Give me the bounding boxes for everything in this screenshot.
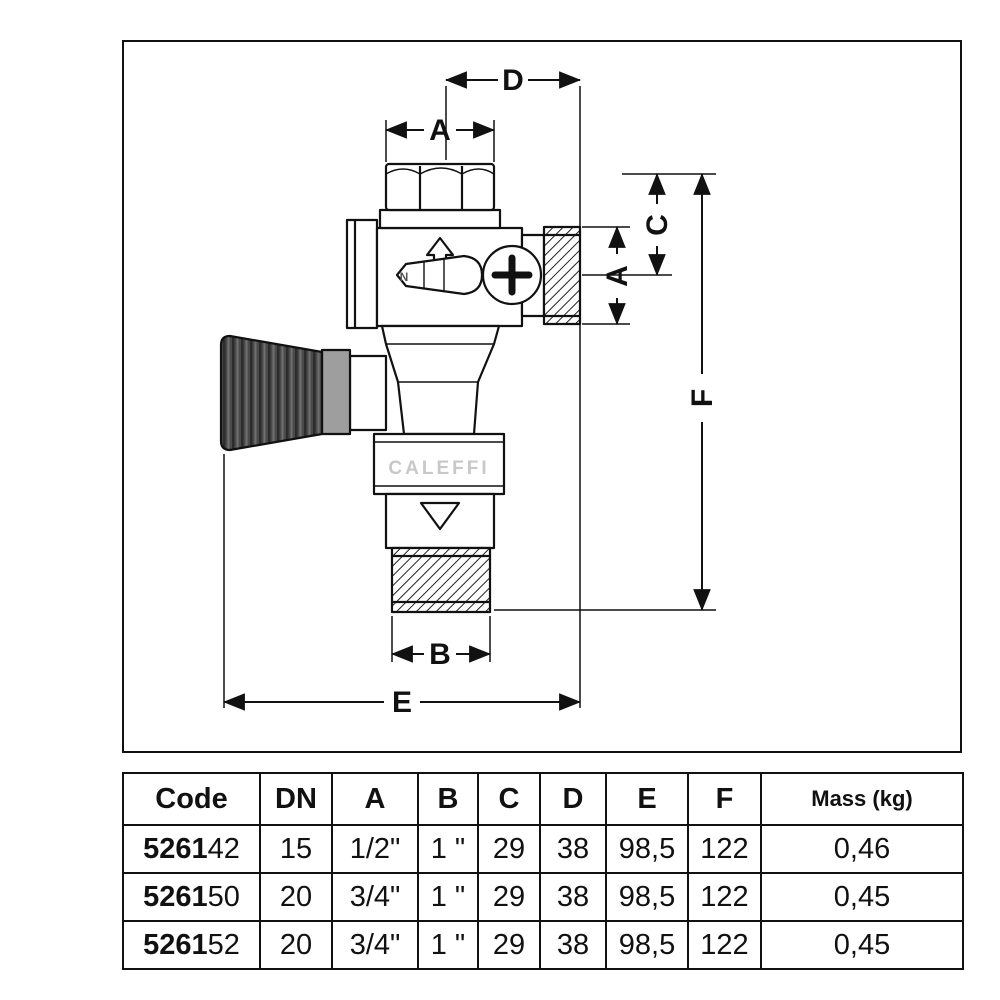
top-hex-nut bbox=[384, 162, 496, 212]
cell-code: 526142 bbox=[122, 824, 261, 874]
cell-code: 526150 bbox=[122, 872, 261, 922]
brand-band bbox=[372, 432, 506, 496]
table-header-row: Code DN A B C D E F Mass (kg) bbox=[122, 772, 964, 826]
cell-f: 122 bbox=[687, 920, 762, 970]
brand-label: CALEFFI bbox=[388, 458, 489, 479]
cell-a: 3/4" bbox=[331, 872, 419, 922]
dim-label-a-top: A bbox=[429, 114, 451, 147]
code-suffix: 42 bbox=[207, 832, 240, 865]
cell-d: 38 bbox=[539, 872, 607, 922]
cell-c: 29 bbox=[477, 920, 541, 970]
bottom-thread bbox=[390, 546, 492, 614]
dim-label-f: F bbox=[686, 389, 719, 407]
check-valve-icon bbox=[419, 501, 461, 531]
cell-a: 3/4" bbox=[331, 920, 419, 970]
cell-f: 122 bbox=[687, 872, 762, 922]
cell-b: 1 " bbox=[417, 872, 479, 922]
cell-mass: 0,46 bbox=[760, 824, 964, 874]
cell-mass: 0,45 bbox=[760, 872, 964, 922]
table-row: 526150 20 3/4" 1 " 29 38 98,5 122 0,45 bbox=[122, 872, 964, 922]
header-dn: DN bbox=[259, 772, 333, 826]
code-prefix: 5261 bbox=[143, 880, 208, 913]
cell-c: 29 bbox=[477, 824, 541, 874]
cell-e: 98,5 bbox=[605, 872, 689, 922]
cell-f: 122 bbox=[687, 824, 762, 874]
header-a: A bbox=[331, 772, 419, 826]
code-suffix: 52 bbox=[207, 928, 240, 961]
valve-body-mid bbox=[348, 324, 501, 436]
header-mass: Mass (kg) bbox=[760, 772, 964, 826]
drawing-frame: CALEFFI N bbox=[122, 40, 962, 753]
dim-label-e: E bbox=[392, 686, 412, 719]
table-row: 526142 15 1/2" 1 " 29 38 98,5 122 0,46 bbox=[122, 824, 964, 874]
cell-b: 1 " bbox=[417, 824, 479, 874]
cell-a: 1/2" bbox=[331, 824, 419, 874]
code-suffix: 50 bbox=[207, 880, 240, 913]
cell-e: 98,5 bbox=[605, 824, 689, 874]
side-outlet bbox=[520, 225, 582, 326]
header-f: F bbox=[687, 772, 762, 826]
cell-b: 1 " bbox=[417, 920, 479, 970]
cell-dn: 20 bbox=[259, 920, 333, 970]
cell-e: 98,5 bbox=[605, 920, 689, 970]
dim-label-b: B bbox=[429, 638, 451, 671]
cell-code: 526152 bbox=[122, 920, 261, 970]
table-row: 526152 20 3/4" 1 " 29 38 98,5 122 0,45 bbox=[122, 920, 964, 970]
header-code: Code bbox=[122, 772, 261, 826]
code-prefix: 5261 bbox=[143, 832, 208, 865]
ball-valve-lever bbox=[395, 254, 484, 296]
phillips-screw-head bbox=[481, 244, 543, 306]
spec-table: Code DN A B C D E F Mass (kg) 526142 15 … bbox=[122, 772, 964, 970]
header-e: E bbox=[605, 772, 689, 826]
valve-body-lower bbox=[384, 492, 496, 550]
cell-d: 38 bbox=[539, 920, 607, 970]
cell-dn: 15 bbox=[259, 824, 333, 874]
cell-c: 29 bbox=[477, 872, 541, 922]
relief-knob bbox=[219, 334, 352, 452]
dim-label-d: D bbox=[502, 64, 524, 97]
dim-label-a-side: A bbox=[601, 265, 634, 287]
header-b: B bbox=[417, 772, 479, 826]
cell-d: 38 bbox=[539, 824, 607, 874]
header-d: D bbox=[539, 772, 607, 826]
code-prefix: 5261 bbox=[143, 928, 208, 961]
cell-mass: 0,45 bbox=[760, 920, 964, 970]
cell-dn: 20 bbox=[259, 872, 333, 922]
header-c: C bbox=[477, 772, 541, 826]
dim-label-c: C bbox=[641, 214, 674, 236]
left-flange bbox=[345, 218, 379, 330]
lever-mark-label: N bbox=[400, 270, 409, 284]
valve-drawing: CALEFFI N bbox=[219, 64, 719, 719]
